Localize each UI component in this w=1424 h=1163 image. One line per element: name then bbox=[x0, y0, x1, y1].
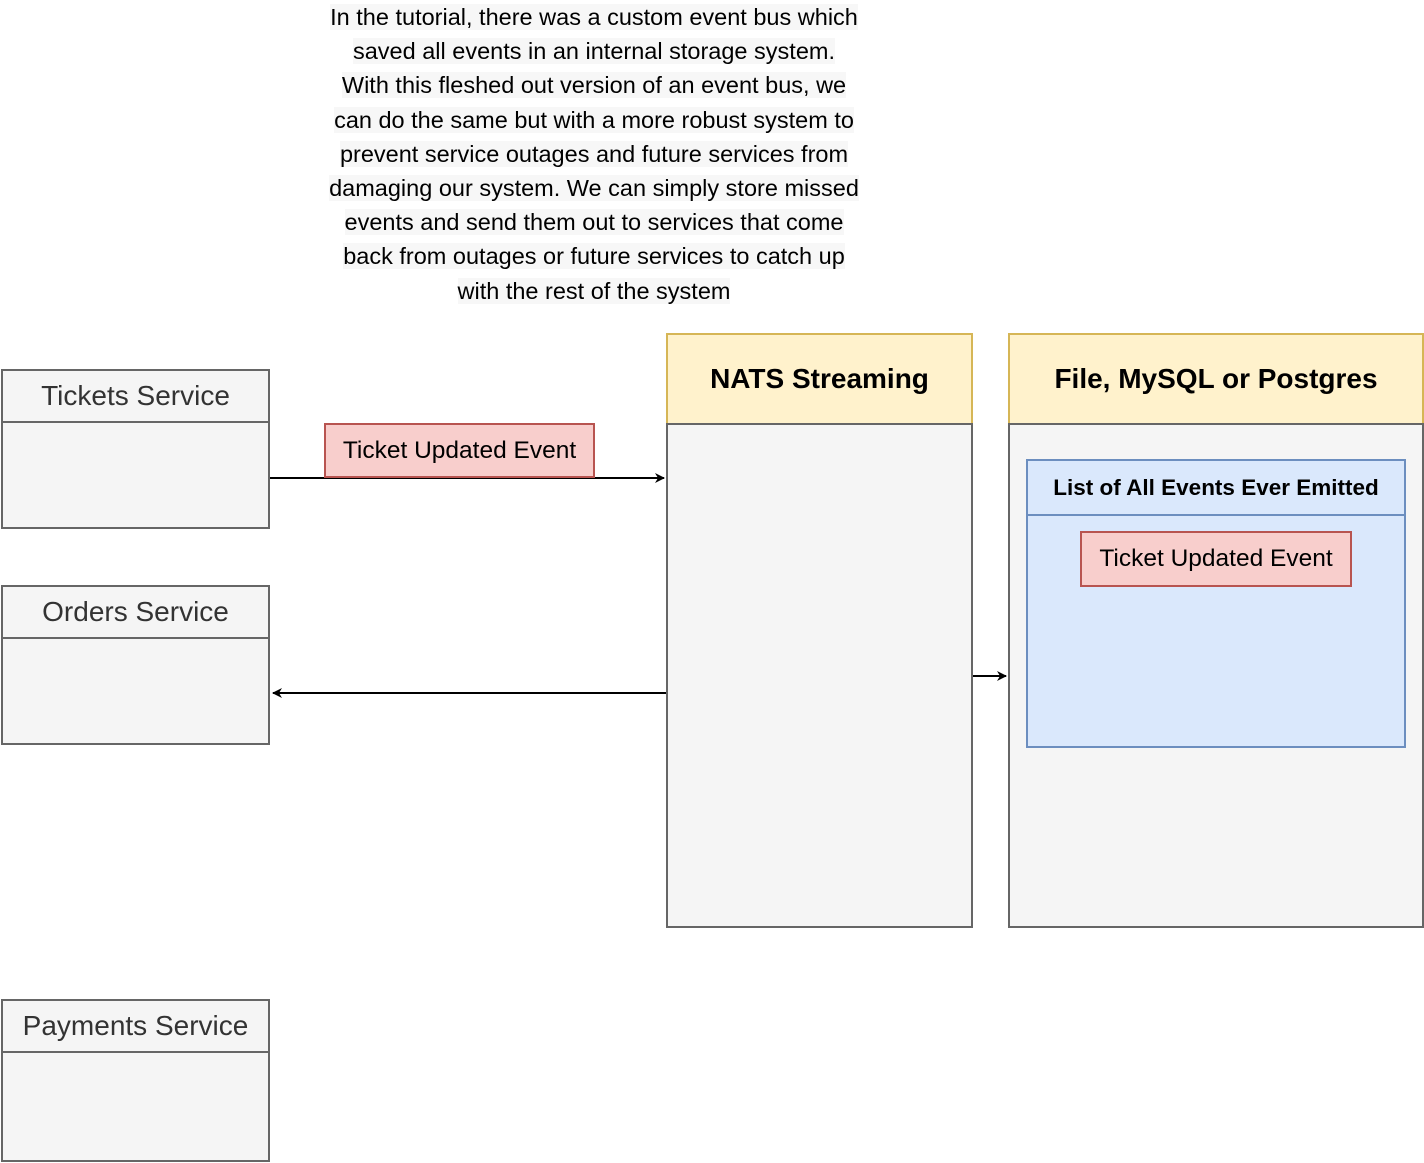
note-line: With this fleshed out version of an even… bbox=[341, 72, 847, 99]
event-list-title: List of All Events Ever Emitted bbox=[1028, 461, 1404, 516]
explanation-note: In the tutorial, there was a custom even… bbox=[300, 0, 888, 308]
ticket-updated-event-published[interactable]: Ticket Updated Event bbox=[324, 423, 595, 478]
tickets-service[interactable]: Tickets Service bbox=[1, 369, 270, 529]
orders-service-title: Orders Service bbox=[3, 587, 268, 639]
nats-streaming-title: NATS Streaming bbox=[668, 335, 971, 425]
payments-service[interactable]: Payments Service bbox=[1, 999, 270, 1162]
ticket-updated-event-stored[interactable]: Ticket Updated Event bbox=[1080, 531, 1352, 587]
storage-title: File, MySQL or Postgres bbox=[1010, 335, 1422, 425]
note-line: with the rest of the system bbox=[457, 277, 731, 304]
event-list-container[interactable]: List of All Events Ever Emitted bbox=[1026, 459, 1406, 748]
orders-service[interactable]: Orders Service bbox=[1, 585, 270, 745]
note-line: prevent service outages and future servi… bbox=[339, 140, 849, 167]
tickets-service-title: Tickets Service bbox=[3, 371, 268, 423]
note-line: In the tutorial, there was a custom even… bbox=[330, 4, 858, 30]
payments-service-title: Payments Service bbox=[3, 1001, 268, 1053]
nats-streaming-pool[interactable]: NATS Streaming bbox=[666, 333, 973, 928]
note-line: events and send them out to services tha… bbox=[344, 209, 844, 236]
note-line: back from outages or future services to … bbox=[343, 243, 845, 270]
note-line: damaging our system. We can simply store… bbox=[329, 175, 859, 202]
note-line: can do the same but with a more robust s… bbox=[334, 106, 854, 133]
note-line: saved all events in an internal storage … bbox=[352, 38, 835, 65]
